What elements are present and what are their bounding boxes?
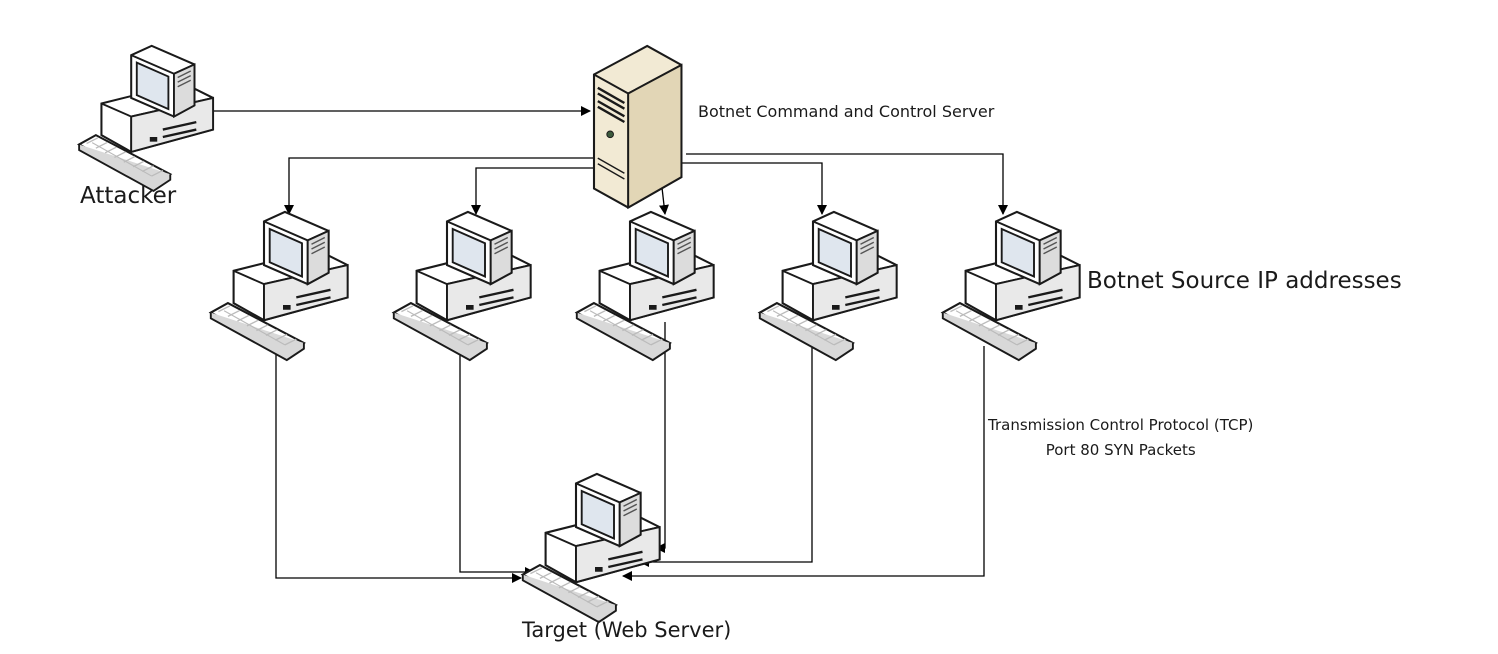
bot-3-computer-icon	[575, 210, 715, 362]
bot-4-to-target-line	[639, 346, 813, 567]
c2-server-label: Botnet Command and Control Server	[698, 102, 995, 121]
bot-5-computer-icon	[941, 210, 1081, 362]
botnet-sources-label: Botnet Source IP addresses	[1087, 268, 1402, 294]
attacker-computer-icon	[77, 44, 215, 193]
c2-to-bot-4-line	[680, 162, 827, 215]
c2-to-bot-5-line	[686, 153, 1008, 215]
connections	[212, 106, 1008, 583]
bot-1-computer-icon	[209, 210, 349, 362]
bot-2-to-target-line	[459, 346, 535, 577]
bot-2-computer-icon	[392, 210, 532, 362]
target-computer-icon	[521, 472, 661, 624]
tcp-packets-label: Transmission Control Protocol (TCP) Port…	[988, 413, 1253, 463]
target-label: Target (Web Server)	[522, 618, 732, 642]
bot-5-to-target-line	[622, 346, 985, 581]
c2-server-icon	[592, 44, 683, 209]
bot-1-to-target-line	[275, 346, 522, 583]
bot-4-computer-icon	[758, 210, 898, 362]
c2-to-bot-1-line	[284, 157, 600, 215]
tcp-label-line-2: Port 80 SYN Packets	[1045, 441, 1196, 459]
attacker-label: Attacker	[80, 183, 177, 209]
c2-to-bot-2-line	[471, 167, 605, 215]
tcp-label-line-1: Transmission Control Protocol (TCP)	[988, 416, 1254, 434]
